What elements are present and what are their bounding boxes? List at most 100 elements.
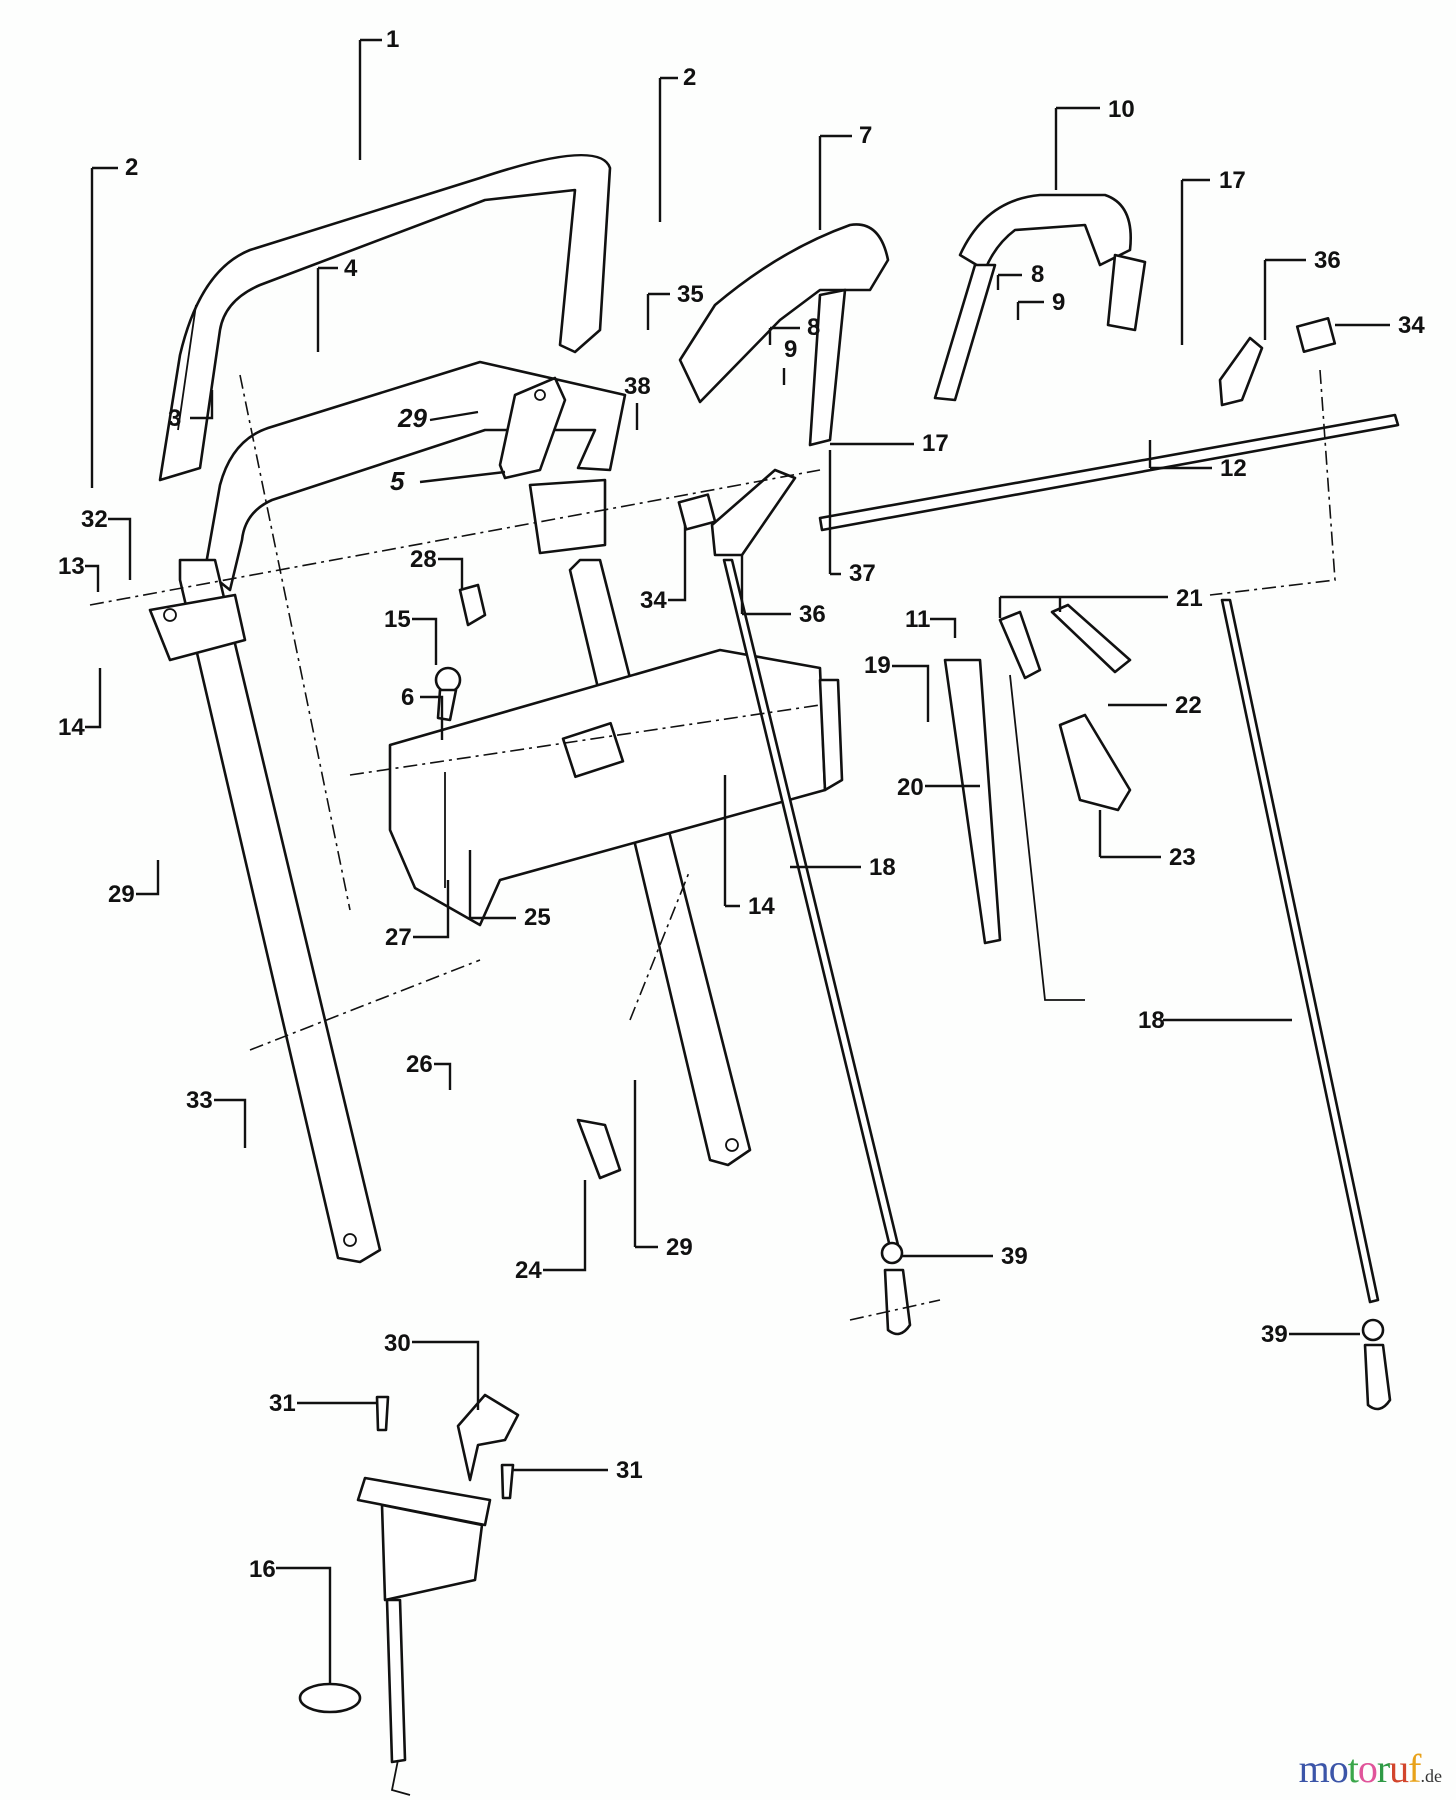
callout-number: 29 (397, 403, 427, 433)
callout-number: 29 (108, 881, 135, 908)
callout-number: 2 (125, 154, 138, 181)
callout-35: 35 (646, 281, 704, 330)
callout-number: 1 (386, 26, 399, 53)
callout-17: 17 (1180, 167, 1246, 345)
bracket-23 (1058, 713, 1132, 812)
callout-number: 17 (1219, 167, 1246, 194)
rod-end-left (880, 1241, 912, 1336)
bolts-31 (375, 1395, 515, 1500)
callout-17: 17 (830, 430, 949, 457)
callout-number: 10 (1108, 96, 1135, 123)
leader-line (828, 450, 841, 576)
cross-shaft-12 (818, 413, 1400, 532)
callout-number: 11 (905, 606, 930, 633)
callout-18: 18 (790, 854, 896, 881)
leader-line (276, 1566, 332, 1685)
control-lever-5 (498, 376, 567, 480)
control-panel (388, 648, 844, 927)
callout-number: 8 (1031, 261, 1044, 288)
leader-line (190, 390, 214, 420)
callout-number: 2 (683, 64, 696, 91)
leader-line (1263, 258, 1306, 340)
leader-line (996, 273, 1022, 290)
callout-27: 27 (385, 880, 450, 951)
callout-number: 4 (344, 255, 358, 282)
callout-number: 14 (748, 893, 775, 920)
callout-19: 19 (864, 652, 930, 722)
callout-26: 26 (406, 1051, 452, 1090)
callout-5: 5 (390, 466, 506, 496)
callout-number: 12 (1220, 455, 1247, 482)
callout-11: 11 (905, 606, 957, 638)
callout-23: 23 (1098, 810, 1196, 871)
block-34-top (1295, 317, 1337, 353)
callout-number: 33 (186, 1087, 213, 1114)
callout-13: 13 (58, 553, 100, 592)
callout-number: 26 (406, 1051, 433, 1078)
callout-number: 39 (1261, 1321, 1288, 1348)
leader-line (1148, 440, 1212, 470)
leader-line (633, 1080, 658, 1249)
callout-4: 4 (316, 255, 358, 352)
callout-8: 8 (996, 261, 1044, 290)
callout-9: 9 (1016, 289, 1065, 320)
leader-line (358, 38, 382, 160)
callout-31: 31 (512, 1457, 643, 1484)
drive-handle-10 (933, 193, 1147, 402)
callout-18: 18 (1138, 1007, 1292, 1034)
leader-line (1180, 178, 1210, 345)
callout-number: 19 (864, 652, 891, 679)
callout-39: 39 (1261, 1321, 1360, 1348)
callout-15: 15 (384, 606, 438, 665)
leader-line (1016, 300, 1044, 320)
watermark-letter: r (1376, 1746, 1390, 1791)
callout-10: 10 (1054, 96, 1135, 190)
callout-number: 39 (1001, 1243, 1028, 1270)
leader-line (434, 1062, 452, 1090)
callout-37: 37 (828, 450, 876, 587)
callout-number: 29 (666, 1234, 693, 1261)
callout-number: 9 (784, 336, 797, 363)
switch-15 (434, 666, 462, 722)
leader-line (468, 850, 516, 920)
shift-lever-30 (356, 1393, 520, 1796)
callout-22: 22 (1108, 692, 1202, 719)
leader-line (438, 557, 464, 590)
rod-end-right (1361, 1318, 1392, 1411)
leader-line (429, 410, 479, 422)
callout-16: 16 (249, 1556, 332, 1685)
leader-line (316, 266, 338, 352)
block-34-mid (677, 493, 717, 531)
callout-labels: 1223456788991011121314141516171718181920… (58, 26, 1425, 1685)
cap-16 (298, 1682, 362, 1714)
callout-14: 14 (723, 775, 775, 920)
leader-line (668, 525, 687, 602)
leader-line (998, 595, 1168, 618)
callout-number: 20 (897, 774, 924, 801)
leader-line (412, 617, 438, 665)
leader-line (646, 292, 670, 330)
callout-24: 24 (515, 1180, 587, 1284)
callout-number: 9 (1052, 289, 1065, 316)
upper-handle-bar (158, 153, 612, 482)
callout-29: 29 (108, 860, 160, 908)
leader-line (85, 668, 102, 729)
callout-number: 31 (269, 1390, 296, 1417)
callout-number: 32 (81, 506, 108, 533)
leader-line (543, 1180, 587, 1272)
watermark-letter: o (1357, 1746, 1378, 1791)
leader-line (419, 470, 506, 484)
leader-line (420, 695, 444, 740)
leader-line (768, 326, 800, 345)
callout-36: 36 (740, 555, 826, 628)
callout-number: 37 (849, 560, 876, 587)
callout-number: 36 (799, 601, 826, 628)
callout-1: 1 (358, 26, 399, 160)
motoruf-watermark: motoruf.de (1299, 1745, 1442, 1792)
callout-number: 15 (384, 606, 411, 633)
bracket-36-mid (710, 468, 797, 557)
callout-25: 25 (468, 850, 551, 931)
callout-number: 34 (640, 587, 667, 614)
threaded-rod-18-right (1220, 598, 1380, 1304)
